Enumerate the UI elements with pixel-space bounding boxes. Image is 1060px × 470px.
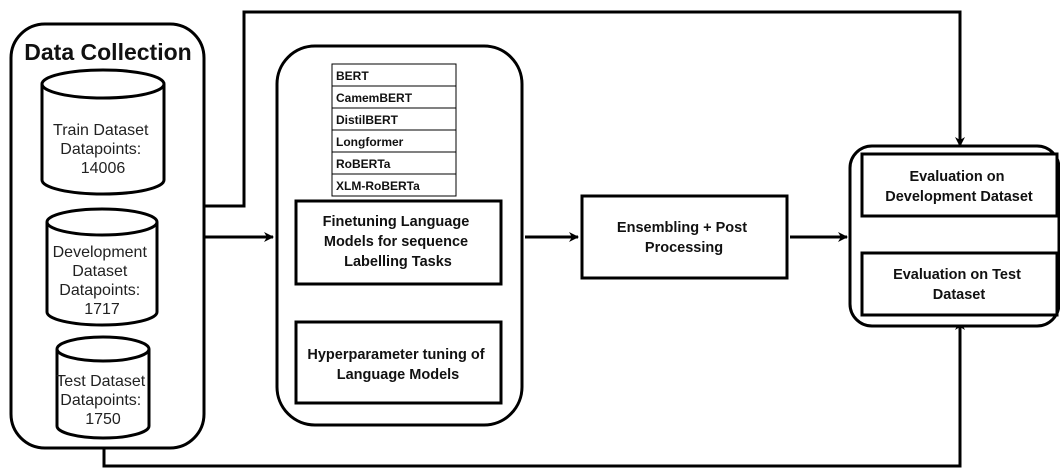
finetuning-line-2: Models for sequence <box>324 234 468 250</box>
train-dataset-label: Train Dataset <box>53 122 149 139</box>
dev-to-eval-dev-connector <box>104 10 965 208</box>
development-dataset-label: Development <box>53 244 148 261</box>
hyperparameter-box: Hyperparameter tuning of Language Models <box>294 320 503 405</box>
svg-text:Test Dataset Datapoint: Test Dataset Datapoints: 1750 <box>56 373 149 428</box>
eval-dev-line-2: Development Dataset <box>885 189 1033 205</box>
model-list <box>331 63 457 197</box>
eval-test-box: Evaluation on Test Dataset <box>860 251 1059 317</box>
modeling-panel: BERT CamemBERT DistilBERT Longformer RoB… <box>275 44 524 427</box>
svg-text:Finetuning Language Mo: Finetuning Language Models for sequence … <box>323 214 474 270</box>
eval-test-line-1: Evaluation on Test <box>893 267 1021 283</box>
model-item-longformer: Longformer <box>336 135 404 149</box>
evaluation-panel: Evaluation on Development Dataset Evalua… <box>848 144 1060 328</box>
train-datapoints-label: Datapoints: <box>60 141 141 158</box>
development-datapoints-value: 1717 <box>84 301 120 318</box>
finetuning-line-3: Labelling Tasks <box>344 254 452 270</box>
ensembling-box: Ensembling + Post Processing <box>580 194 789 280</box>
test-datapoints-value: 1750 <box>85 411 121 428</box>
eval-test-line-2: Dataset <box>933 287 986 303</box>
data-collection-panel: Data Collection Train Dataset Datapoints… <box>9 22 206 450</box>
hyperparameter-line-2: Language Models <box>337 367 459 383</box>
svg-text:Train Dataset Datapoin: Train Dataset Datapoints: 14006 <box>53 122 153 177</box>
test-to-eval-test-connector <box>102 320 965 468</box>
development-dataset-cylinder: Development Dataset Datapoints: 1717 <box>45 207 159 327</box>
model-item-roberta: RoBERTa <box>336 157 391 171</box>
development-datapoints-label: Datapoints: <box>59 282 140 299</box>
train-datapoints-value: 14006 <box>81 160 126 177</box>
finetuning-box: Finetuning Language Models for sequence … <box>294 199 503 286</box>
model-item-xlm-roberta: XLM-RoBERTa <box>336 179 420 193</box>
connectors <box>102 10 965 468</box>
hyperparameter-line-1: Hyperparameter tuning of <box>307 347 484 363</box>
train-dataset-cylinder: Train Dataset Datapoints: 14006 <box>40 68 166 196</box>
data-collection-title: Data Collection <box>24 39 191 65</box>
ensembling-line-1: Ensembling + Post <box>617 220 747 236</box>
svg-text:Development Dataset: Development Dataset Datapoints: 1717 <box>53 244 152 318</box>
eval-dev-line-1: Evaluation on <box>909 169 1004 185</box>
svg-text:Hyperparameter tuning of: Hyperparameter tuning of Language Models <box>307 347 488 383</box>
test-dataset-cylinder: Test Dataset Datapoints: 1750 <box>55 335 151 440</box>
test-dataset-label: Test Dataset <box>56 373 145 390</box>
model-item-bert: BERT <box>336 69 369 83</box>
development-dataset-label-2: Dataset <box>72 263 128 280</box>
test-datapoints-label: Datapoints: <box>60 392 141 409</box>
model-item-distilbert: DistilBERT <box>336 113 399 127</box>
svg-text:Evaluation on Developm: Evaluation on Development Dataset <box>885 169 1033 205</box>
model-item-camembert: CamemBERT <box>336 91 413 105</box>
eval-dev-box: Evaluation on Development Dataset <box>860 152 1059 218</box>
svg-text:Ensembling + Post Proces: Ensembling + Post Processing <box>617 220 751 256</box>
ensembling-line-2: Processing <box>645 240 723 256</box>
finetuning-line-1: Finetuning Language <box>323 214 470 230</box>
svg-text:Evaluation on Test Dat: Evaluation on Test Dataset <box>893 267 1025 303</box>
